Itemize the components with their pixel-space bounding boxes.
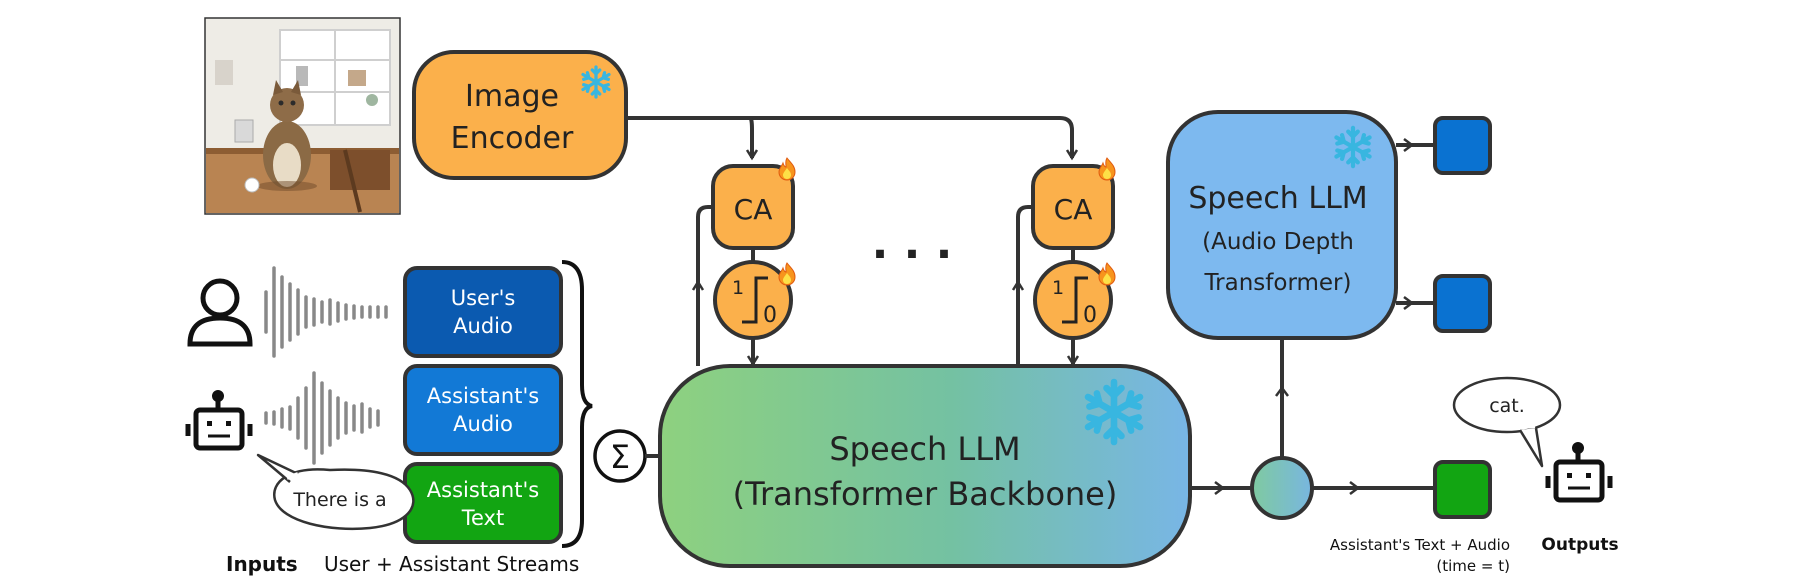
trainable-flame-icon xyxy=(778,262,796,286)
outputs-caption-bold: Outputs xyxy=(1541,535,1618,555)
assistant-audio-label-line1: Assistant's xyxy=(427,384,539,408)
streams-brace xyxy=(561,260,593,548)
encoder-to-ca-connections xyxy=(626,116,1079,161)
residual-connection-1 xyxy=(696,205,713,366)
output-caption-line2: (time = t) xyxy=(1436,557,1510,575)
assistant-audio-stream-box: Assistant's Audio xyxy=(403,364,563,456)
speech-llm-backbone-block: Speech LLM (Transformer Backbone) xyxy=(658,364,1192,568)
gate-block-2: 1 0 xyxy=(1033,260,1116,340)
assistant-text-label-line1: Assistant's xyxy=(427,478,539,502)
assistant-robot-icon xyxy=(185,390,253,451)
output-robot-icon xyxy=(1545,442,1613,503)
gate-block-1: 1 0 xyxy=(713,260,796,340)
user-audio-waveform xyxy=(264,266,388,358)
layers-ellipsis: . . . xyxy=(872,218,953,269)
gate-bottom-label-2: 0 xyxy=(1083,303,1097,328)
depth-label-line2: (Audio Depth xyxy=(1202,229,1354,255)
user-audio-stream-box: User's Audio xyxy=(403,266,563,358)
output-audio-token-1 xyxy=(1433,116,1492,175)
output-caption-line1: Assistant's Text + Audio xyxy=(1330,536,1510,554)
depth-label-line3: Transformer) xyxy=(1204,270,1352,296)
image-encoder-label-line2: Encoder xyxy=(451,121,574,156)
inputs-caption: User + Assistant Streams xyxy=(324,552,579,576)
depth-label-line1: Speech LLM xyxy=(1188,181,1367,216)
output-text-token xyxy=(1433,460,1492,519)
inputs-caption-bold: Inputs xyxy=(226,552,298,576)
trainable-flame-icon xyxy=(778,157,796,181)
backbone-label-line1: Speech LLM xyxy=(829,430,1020,468)
image-encoder-block: Image Encoder xyxy=(412,50,628,180)
assistant-speech-bubble: There is a xyxy=(256,453,415,531)
sum-symbol: Σ xyxy=(610,438,630,476)
user-audio-label-line2: Audio xyxy=(453,314,513,338)
assistant-audio-waveform xyxy=(264,371,380,465)
cat-photo xyxy=(204,17,401,215)
assistant-text-stream-box: Assistant's Text xyxy=(403,462,563,544)
image-encoder-label-line1: Image xyxy=(465,79,559,114)
gate-top-label-2: 1 xyxy=(1052,277,1064,299)
gate-bottom-label-1: 0 xyxy=(763,303,777,328)
output-speech-bubble: cat. xyxy=(1452,376,1562,468)
trainable-flame-icon xyxy=(1098,262,1116,286)
merge-node xyxy=(1250,456,1314,520)
cross-attention-block-2: CA xyxy=(1031,157,1116,250)
backbone-label-line2: (Transformer Backbone) xyxy=(733,475,1118,513)
cross-attention-block-1: CA xyxy=(711,157,796,250)
trainable-flame-icon xyxy=(1098,157,1116,181)
cross-attention-label-1: CA xyxy=(734,193,773,226)
user-person-icon xyxy=(187,278,253,347)
gate-top-label-1: 1 xyxy=(732,277,744,299)
output-speech-text: cat. xyxy=(1489,395,1525,417)
assistant-text-label-line2: Text xyxy=(461,506,504,530)
sum-node: Σ xyxy=(593,429,647,483)
user-audio-label-line1: User's xyxy=(451,286,516,310)
output-audio-token-2 xyxy=(1433,274,1492,333)
cross-attention-label-2: CA xyxy=(1054,193,1093,226)
assistant-audio-label-line2: Audio xyxy=(453,412,513,436)
assistant-speech-text: There is a xyxy=(292,489,386,511)
audio-depth-transformer-block: Speech LLM (Audio Depth Transformer) xyxy=(1166,110,1398,340)
residual-connection-2 xyxy=(1016,205,1033,366)
